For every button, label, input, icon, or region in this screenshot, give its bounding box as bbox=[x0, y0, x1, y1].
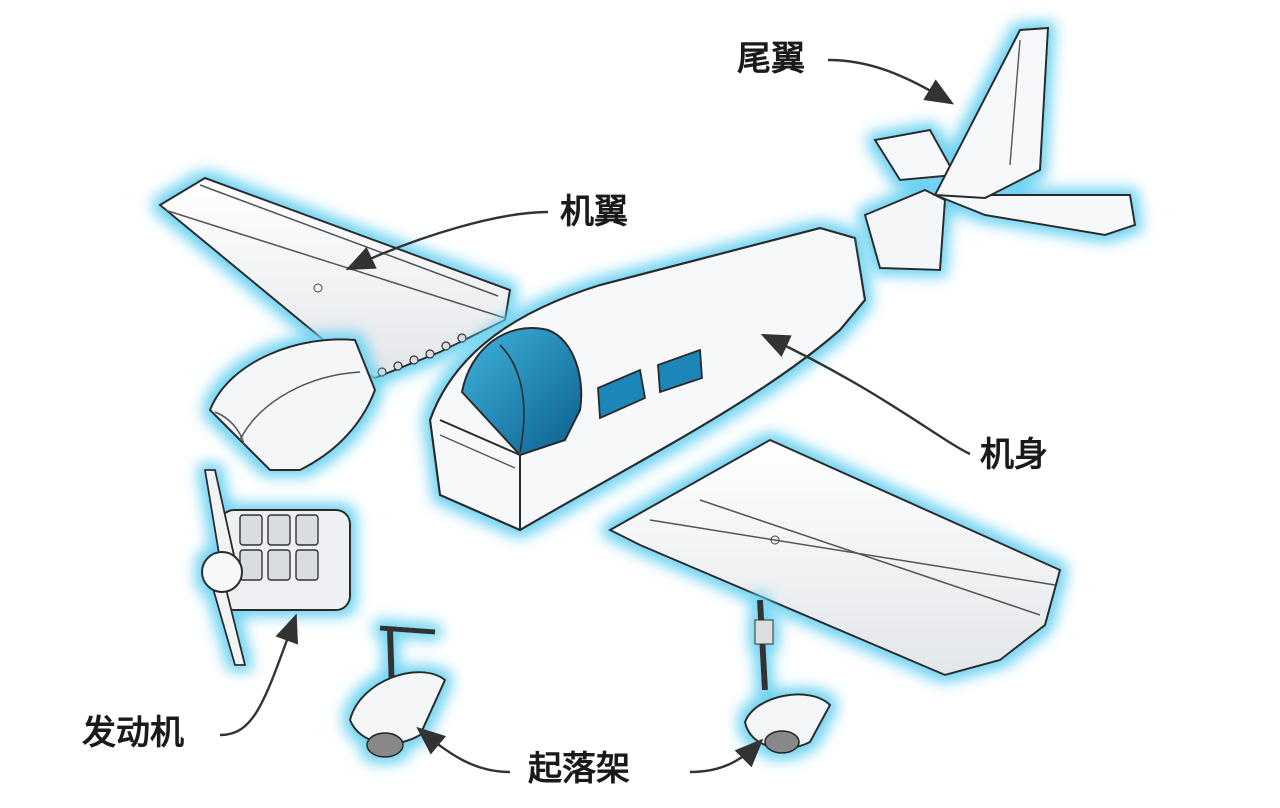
engine bbox=[201, 469, 351, 666]
leader-line-gear-left bbox=[416, 726, 511, 774]
leader-line-engine bbox=[219, 613, 299, 737]
label-wing: 机翼 bbox=[560, 192, 628, 232]
label-fuselage: 机身 bbox=[980, 435, 1048, 475]
engine-cowling bbox=[208, 338, 377, 471]
leader-line-tail bbox=[827, 58, 955, 105]
leader-line-gear-right bbox=[689, 738, 764, 774]
cabin-window bbox=[597, 368, 647, 420]
leader-lines bbox=[219, 58, 971, 774]
tail-assembly bbox=[863, 26, 1137, 272]
leader-line-fuselage bbox=[760, 333, 971, 456]
label-engine: 发动机 bbox=[82, 713, 184, 753]
landing-gear-right bbox=[743, 599, 832, 754]
label-landing-gear: 起落架 bbox=[528, 749, 630, 789]
landing-gear-left bbox=[348, 625, 447, 758]
fuselage bbox=[428, 226, 867, 532]
leader-line-wing bbox=[345, 210, 549, 271]
right-wing bbox=[607, 438, 1062, 677]
cabin-window bbox=[657, 348, 703, 394]
left-wing bbox=[158, 176, 512, 380]
label-tail: 尾翼 bbox=[737, 39, 805, 79]
wing-rivets bbox=[377, 333, 467, 377]
